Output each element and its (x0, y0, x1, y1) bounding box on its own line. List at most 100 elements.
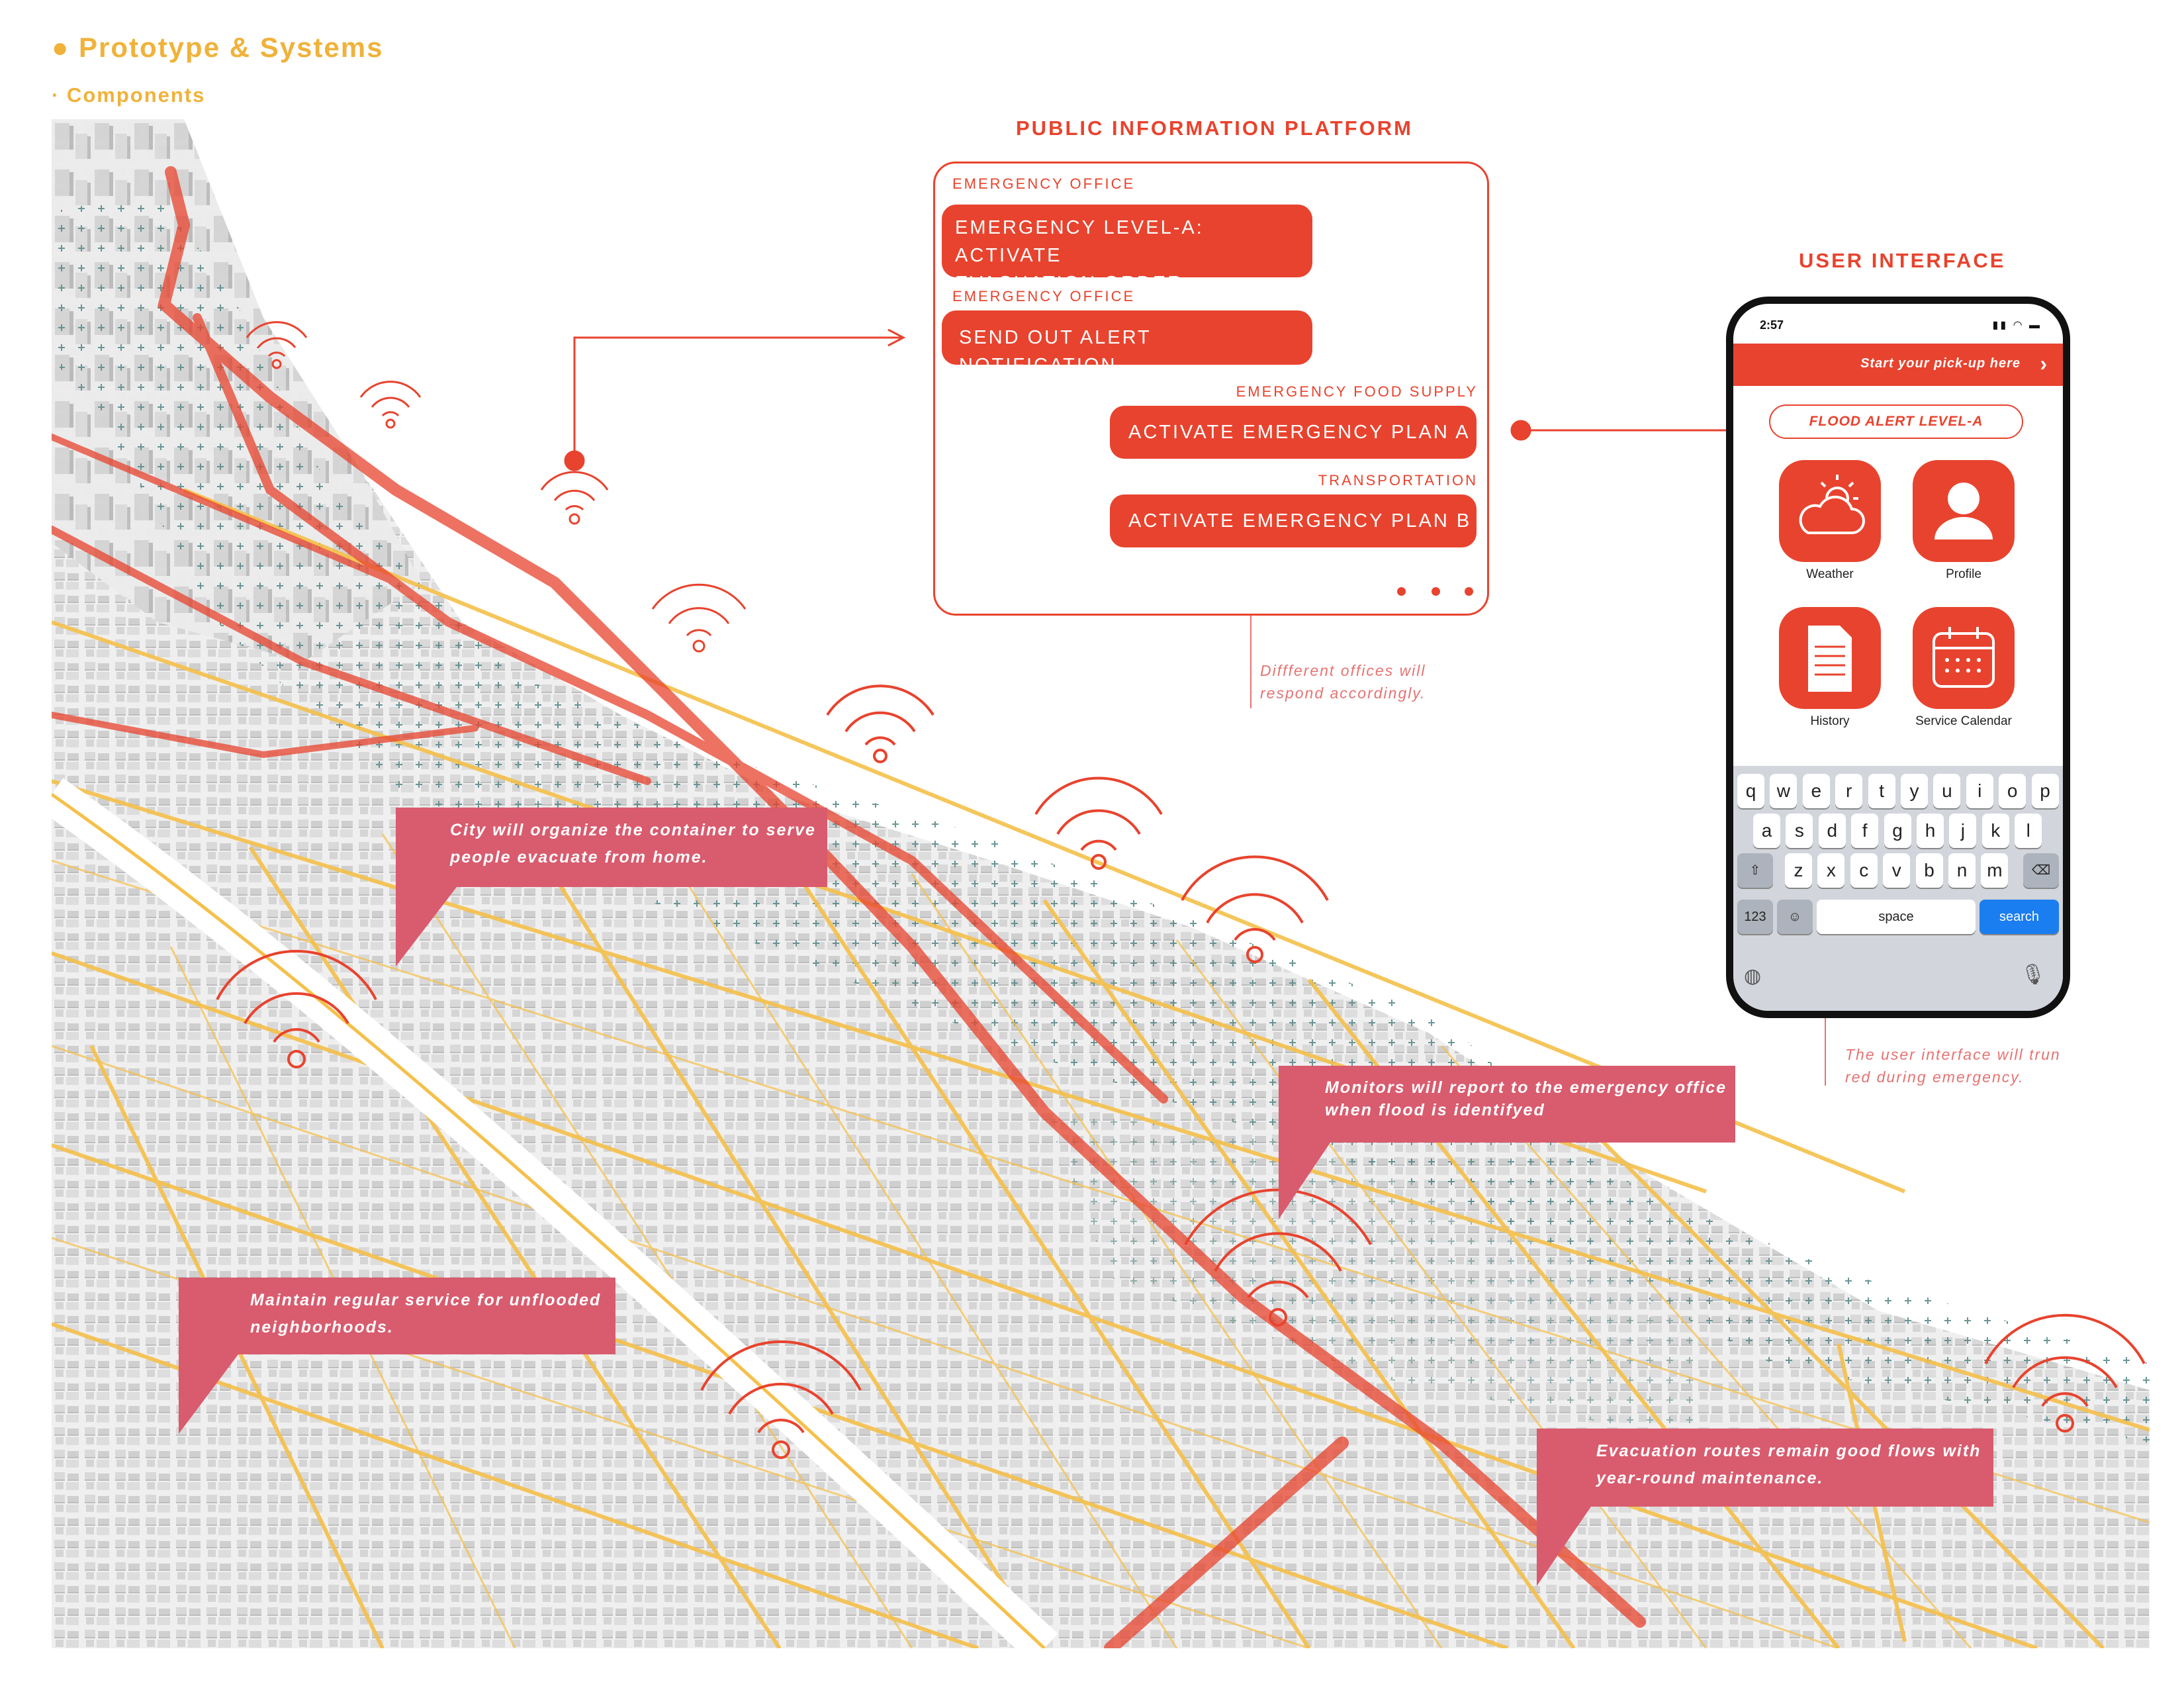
app-label: Weather (1806, 567, 1854, 581)
wifi-sensor-icon (216, 949, 377, 1068)
numbers-key[interactable]: 123 (1737, 900, 1773, 934)
wifi-sensor-icon (1184, 1188, 1372, 1327)
callout-line: Monitors will report to the emergency of… (1325, 1078, 1727, 1097)
key-e[interactable]: e (1802, 774, 1830, 808)
wifi-sensor-icon (246, 321, 308, 369)
note-line: Diffferent offices will (1260, 662, 1426, 679)
wifi-sensor-icon (1034, 776, 1163, 870)
key-q[interactable]: q (1737, 774, 1764, 808)
pickup-banner[interactable]: Start your pick-up here › (1733, 344, 2063, 386)
section-subtitle: · Components (52, 83, 206, 107)
key-r[interactable]: r (1835, 774, 1863, 808)
key-k[interactable]: k (1981, 814, 2009, 848)
callout-line: people evacuate from home. (450, 848, 708, 867)
note-line: red during emergency. (1845, 1068, 2025, 1086)
wifi-sensor-icon (651, 583, 747, 653)
status-icons: ▮▮ ◠ ▬ (1992, 320, 2042, 331)
history-app[interactable] (1779, 607, 1881, 709)
key-s[interactable]: s (1786, 814, 1813, 848)
phone-mockup: 2:57 ▮▮ ◠ ▬ Start your pick-up here › FL… (1726, 297, 2070, 1018)
key-j[interactable]: j (1949, 814, 1977, 848)
key-a[interactable]: a (1753, 814, 1780, 848)
key-l[interactable]: l (2015, 814, 2042, 848)
callout-line: when flood is identifyed (1325, 1101, 1545, 1119)
calendar-icon (1933, 627, 1995, 688)
key-m[interactable]: m (1981, 853, 2009, 888)
message-bubble[interactable]: EMERGENCY LEVEL-A: ACTIVATE EVACUATION O… (942, 205, 1312, 294)
ui-note: The user interface will trun red during … (1845, 1043, 2061, 1088)
key-f[interactable]: f (1851, 814, 1879, 848)
space-key[interactable]: space (1817, 900, 1976, 934)
city-map (52, 119, 2150, 1648)
microphone-icon[interactable]: 🎙 (2020, 964, 2046, 986)
app-label: Service Calendar (1915, 714, 2012, 728)
callout-evacuation-routes: Evacuation routes remain good flows with… (1537, 1429, 1993, 1507)
callout-monitors: Monitors will report to the emergency of… (1279, 1066, 1735, 1143)
status-time: 2:57 (1760, 318, 1784, 332)
delete-key[interactable]: ⌫ (2023, 853, 2059, 888)
wifi-sensor-icon (1181, 855, 1329, 963)
weather-icon (1799, 475, 1865, 534)
history-icon (1808, 626, 1852, 692)
app-label: History (1810, 714, 1850, 728)
key-c[interactable]: c (1850, 853, 1878, 888)
key-u[interactable]: u (1933, 774, 1961, 808)
globe-icon[interactable]: ◍ (1744, 965, 1762, 987)
callout-regular-service: Maintain regular service for unflooded n… (179, 1278, 615, 1354)
message-line: EMERGENCY LEVEL-A: ACTIVATE (955, 217, 1204, 266)
profile-app[interactable] (1913, 460, 2015, 562)
key-b[interactable]: b (1915, 853, 1943, 888)
key-z[interactable]: z (1785, 853, 1812, 888)
message-sender: EMERGENCY FOOD SUPPLY (1236, 383, 1478, 400)
calendar-app[interactable] (1913, 607, 2015, 709)
message-sender: EMERGENCY OFFICE (952, 175, 1136, 192)
key-v[interactable]: v (1883, 853, 1911, 888)
callout-container: City will organize the container to serv… (396, 808, 827, 887)
shift-key[interactable]: ⇧ (1737, 853, 1773, 888)
wifi-sensor-icon (700, 1340, 862, 1459)
key-t[interactable]: t (1868, 774, 1895, 808)
emoji-icon[interactable]: ☺ (1777, 900, 1813, 934)
callout-line: year-round maintenance. (1596, 1469, 1824, 1487)
platform-heading: PUBLIC INFORMATION PLATFORM (1016, 117, 1413, 140)
message-sender: TRANSPORTATION (1318, 472, 1478, 489)
note-line: The user interface will trun (1845, 1046, 2061, 1063)
weather-app[interactable] (1779, 460, 1881, 562)
platform-note: Diffferent offices will respond accordin… (1260, 659, 1426, 704)
key-y[interactable]: y (1901, 774, 1928, 808)
callout-line: Evacuation routes remain good flows with (1596, 1442, 1981, 1460)
callout-line: City will organize the container to serv… (450, 821, 816, 839)
search-key[interactable]: search (1979, 900, 2059, 934)
page-title: ● Prototype & Systems (52, 32, 384, 63)
key-g[interactable]: g (1884, 814, 1911, 848)
message-bubble[interactable]: SEND OUT ALERT NOTIFICATION (942, 310, 1312, 376)
wifi-sensor-icon (1984, 1313, 2146, 1432)
key-h[interactable]: h (1917, 814, 1944, 848)
profile-icon (1934, 483, 1993, 539)
banner-text: Start your pick-up here (1860, 356, 2021, 371)
more-dot (1432, 587, 1440, 596)
key-n[interactable]: n (1948, 853, 1976, 888)
platform-panel: EMERGENCY OFFICE EMERGENCY LEVEL-A: ACTI… (933, 162, 1489, 616)
key-w[interactable]: w (1770, 774, 1797, 808)
message-sender: EMERGENCY OFFICE (952, 288, 1136, 305)
key-d[interactable]: d (1818, 814, 1846, 848)
more-dot (1465, 587, 1473, 596)
flood-alert-badge[interactable]: FLOOD ALERT LEVEL-A (1769, 404, 2023, 439)
ui-heading: USER INTERFACE (1799, 249, 2006, 272)
key-p[interactable]: p (2031, 774, 2059, 808)
note-line: respond accordingly. (1260, 684, 1426, 702)
key-o[interactable]: o (1999, 774, 2026, 808)
wifi-sensor-icon (826, 684, 934, 763)
app-label: Profile (1946, 567, 1981, 581)
key-i[interactable]: i (1966, 774, 1993, 808)
callout-line: neighborhoods. (250, 1318, 394, 1336)
message-bubble[interactable]: ACTIVATE EMERGENCY PLAN B (1110, 494, 1477, 547)
message-bubble[interactable]: ACTIVATE EMERGENCY PLAN A (1110, 406, 1477, 459)
callout-line: Maintain regular service for unflooded (250, 1291, 602, 1309)
key-x[interactable]: x (1817, 853, 1845, 888)
message-line: EVACUATION ORDER (955, 273, 1184, 294)
wifi-sensor-icon (540, 471, 609, 525)
